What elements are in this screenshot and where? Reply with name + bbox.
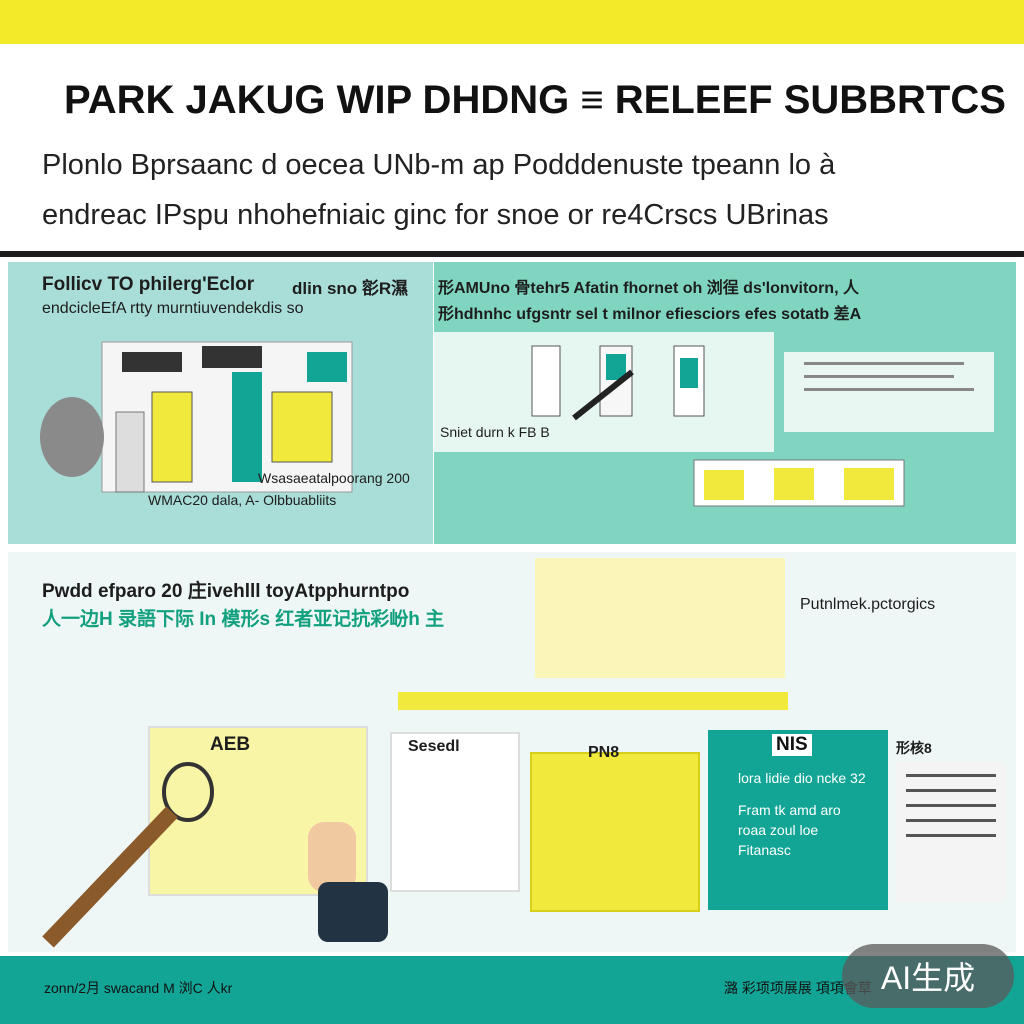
panel-c-yellow-area [535, 558, 785, 678]
panel-a-footer: WMAC20 dala, A- Olbbuabliits [148, 492, 337, 508]
hands-illustration [42, 762, 388, 948]
panel-b-title: 形AMUno 骨tehr5 Afatin fhornet oh 浏徎 ds'lo… [438, 280, 859, 297]
yellow-cabinet: PN8 [530, 744, 700, 912]
teal-card-title: NIS [772, 734, 812, 756]
right-list [896, 762, 1006, 902]
panel-a-subtitle: endcicleEfA rtty murntiuvendekdis so [42, 300, 304, 317]
scroll-card: Sesedl [390, 732, 520, 892]
teal-card: NIS lora lidie dio ncke 32 Fram tk amd a… [708, 730, 888, 910]
teal-line-3: roaa zoul loe [738, 822, 819, 838]
panel-b-caption: Sniet durn k FB B [440, 424, 550, 440]
teal-line-4: Fitanasc [738, 842, 791, 858]
panel-a-title-2: dlin sno 彮R濕 [292, 279, 409, 298]
footer-left-text: zonn/2月 swacand M 浏C 人kr [44, 980, 233, 996]
subtitle-line-2: endreac IPspu nhohefniaic ginc for snoe … [42, 199, 829, 231]
teal-line-1: lora lidie dio ncke 32 [738, 770, 866, 786]
subtitle-line-1: Plonlo Bprsaanc d oecea UNb-m ap Poddden… [42, 149, 836, 181]
conveyor-bar [398, 692, 788, 710]
panel-c-right-label: Putnlmek.pctorgics [800, 596, 936, 613]
buildings-illustration [40, 341, 353, 493]
sign-mid: PN8 [588, 744, 620, 761]
panel-b-subtitle: 形hdhnhc ufgsntr sel t milnor efiesciors … [438, 306, 862, 323]
panel-buildings: Follicv TO philerg'Eclor dlin sno 彮R濕 en… [8, 262, 433, 544]
page-subtitle: Plonlo Bprsaanc d oecea UNb-m ap Poddden… [42, 140, 992, 240]
panel-a-caption: Wsasaeatalpoorang 200 [258, 470, 410, 486]
sign-scroll: Sesedl [408, 738, 460, 755]
ai-generated-badge: AI生成 [842, 944, 1014, 1008]
page-title: PARK JAKUG WIP DHDNG ≡ RELEEF SUBBRTCS [64, 78, 1006, 122]
machines-illustration [531, 345, 705, 421]
factory-illustration [693, 459, 905, 507]
sign-a: AEB [210, 734, 251, 755]
panel-c-title: Pwdd efparo 20 庄ivehlll toyAtpphurntpo [42, 581, 410, 602]
divider-rule [0, 251, 1024, 257]
teal-line-2: Fram tk amd aro [738, 802, 841, 818]
footer-right-text: 潞 彩项项展展 項項會草 [724, 980, 872, 996]
right-small-label: 形核8 [896, 740, 932, 756]
panel-machines: 形AMUno 骨tehr5 Afatin fhornet oh 浏徎 ds'lo… [434, 262, 1016, 544]
top-yellow-bar [0, 0, 1024, 44]
panel-a-title: Follicv TO philerg'Eclor [42, 274, 255, 295]
panel-c-subtitle: 人一边H 录語下际 In 模形s 红者亚记抗彩岎h 主 [42, 609, 445, 630]
panel-b-list [784, 352, 994, 432]
panel-workflow: Pwdd efparo 20 庄ivehlll toyAtpphurntpo 人… [8, 552, 1016, 952]
